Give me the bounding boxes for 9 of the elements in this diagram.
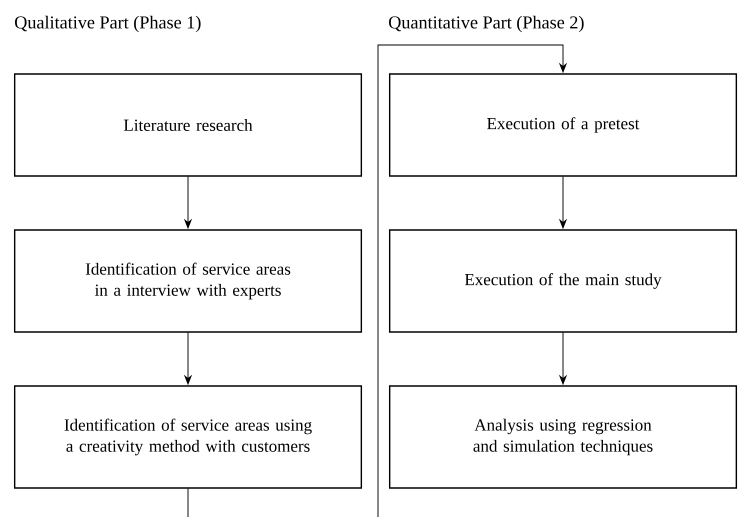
process-box: Identification of service areas using a creativity method with customers <box>14 385 362 489</box>
process-box: Execution of a pretest <box>388 73 738 177</box>
process-box: Execution of the main study <box>388 229 738 333</box>
process-box: Literature research <box>14 73 362 177</box>
process-box: Identification of service areas in a interview with experts <box>14 229 362 333</box>
process-box: Analysis using regression and simulation techniques <box>388 385 738 489</box>
arrow <box>188 44 568 517</box>
column-heading: Quantitative Part (Phase 2) <box>389 16 584 32</box>
column-heading: Qualitative Part (Phase 1) <box>15 16 201 32</box>
